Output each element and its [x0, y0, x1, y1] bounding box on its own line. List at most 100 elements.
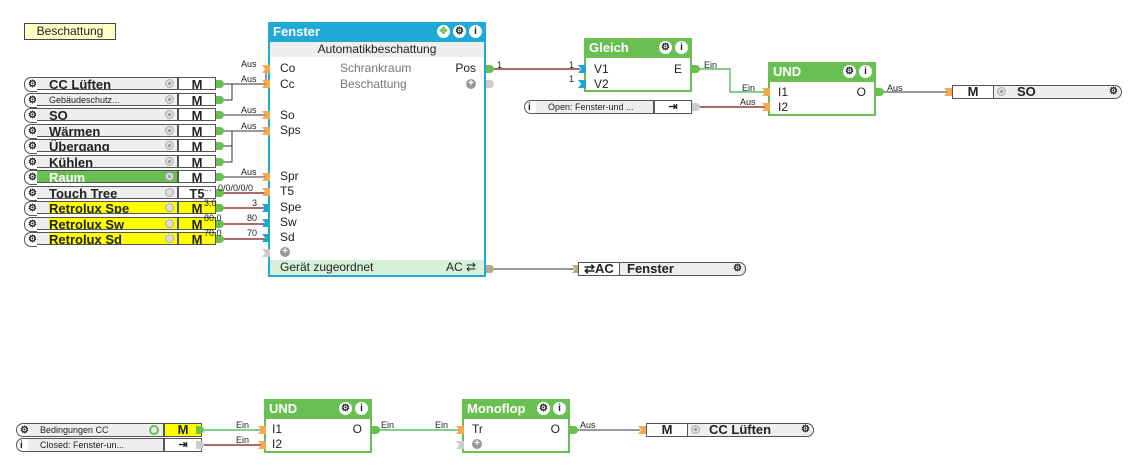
und1-block[interactable]: UND ⚙ i I1 I2 O	[768, 62, 876, 116]
pin-add[interactable]	[262, 249, 270, 257]
pin-cc[interactable]	[262, 80, 270, 88]
open-input[interactable]: i Open: Fenster-und ... ⇥	[524, 100, 692, 114]
radio-icon[interactable]	[165, 79, 174, 88]
pin-sps[interactable]	[262, 127, 270, 135]
bedingungen-input[interactable]: ⚙ Bedingungen CC M	[16, 423, 202, 437]
output-pin[interactable]	[216, 96, 224, 104]
output-pin[interactable]	[216, 111, 224, 119]
pin-e[interactable]	[692, 65, 700, 73]
pin-v1[interactable]	[578, 65, 586, 73]
gear-icon[interactable]: ⚙	[28, 203, 37, 214]
info-icon[interactable]: i	[675, 41, 688, 54]
gleich-header[interactable]: Gleich ⚙ i	[584, 38, 692, 58]
monoflop-block[interactable]: Monoflop ⚙ i Tr + O	[462, 399, 570, 453]
gear-icon[interactable]: ⚙	[28, 234, 37, 245]
variable-row[interactable]: ⚙Retrolux SpeM	[24, 199, 224, 216]
output-pin[interactable]	[216, 189, 224, 197]
gear-icon[interactable]: ⚙	[733, 263, 742, 274]
pin-tr[interactable]	[456, 426, 464, 434]
fenster-block[interactable]: Fenster ✥ ⚙ i Automatikbeschattung Co Cc…	[268, 22, 486, 277]
pin-spr[interactable]	[262, 173, 270, 181]
gear-icon[interactable]: ⚙	[28, 157, 37, 168]
pin-o[interactable]	[876, 88, 884, 96]
und1-header[interactable]: UND ⚙ i	[768, 62, 876, 82]
output-pin[interactable]	[216, 80, 224, 88]
pin-so-out[interactable]	[944, 88, 952, 96]
und2-block[interactable]: UND ⚙ i I1 I2 O	[264, 399, 372, 453]
output-pin[interactable]	[216, 142, 224, 150]
pin-cc-out[interactable]	[638, 426, 646, 434]
gear-icon[interactable]: ⚙	[659, 41, 672, 54]
pin-ac[interactable]	[486, 265, 494, 273]
gear-icon[interactable]: ⚙	[28, 219, 37, 230]
pin-sd[interactable]	[262, 234, 270, 242]
gear-icon[interactable]: ⚙	[20, 425, 29, 436]
gear-icon[interactable]: ⚙	[537, 402, 550, 415]
variable-row[interactable]: ⚙Retrolux SwM	[24, 215, 224, 232]
move-icon[interactable]: ✥	[437, 25, 450, 38]
pin-und2-o[interactable]	[372, 426, 380, 434]
add-input-icon[interactable]: +	[472, 439, 482, 449]
fenster-footer[interactable]: Gerät zugeordnet AC ⇄	[270, 260, 484, 275]
radio-icon[interactable]	[165, 126, 174, 135]
radio-icon[interactable]	[165, 157, 174, 166]
output-pin[interactable]	[216, 220, 224, 228]
radio-icon[interactable]	[165, 172, 174, 181]
info-icon[interactable]: i	[355, 402, 368, 415]
ac-output[interactable]: ⇄AC Fenster ⚙	[578, 262, 746, 276]
closed-input[interactable]: i Closed: Fenster-un... ⇥	[16, 438, 202, 452]
gear-icon[interactable]: ⚙	[843, 65, 856, 78]
info-icon[interactable]: i	[553, 402, 566, 415]
pin-sw[interactable]	[262, 219, 270, 227]
radio-icon[interactable]	[165, 141, 174, 150]
gear-icon[interactable]: ⚙	[28, 188, 37, 199]
info-icon[interactable]: i	[859, 65, 872, 78]
output-pin[interactable]	[216, 173, 224, 181]
pin-und2-i2[interactable]	[258, 441, 266, 449]
pin-spe[interactable]	[262, 204, 270, 212]
pin-t5[interactable]	[262, 188, 270, 196]
pin-bedingungen[interactable]	[196, 426, 204, 434]
pin-v2[interactable]	[578, 80, 586, 88]
monoflop-header[interactable]: Monoflop ⚙ i	[462, 399, 570, 419]
radio-icon[interactable]	[165, 110, 174, 119]
gleich-block[interactable]: Gleich ⚙ i V1 V2 E	[584, 38, 692, 92]
pin-i2[interactable]	[762, 103, 770, 111]
info-icon[interactable]: i	[20, 440, 23, 451]
so-output[interactable]: M SO ⚙	[952, 85, 1122, 99]
pin-ac-in[interactable]	[572, 265, 580, 273]
gear-icon[interactable]: ⚙	[28, 141, 37, 152]
output-pin[interactable]	[216, 127, 224, 135]
pin-pos[interactable]	[486, 65, 494, 73]
output-pin[interactable]	[216, 235, 224, 243]
und2-header[interactable]: UND ⚙ i	[264, 399, 372, 419]
output-pin[interactable]	[216, 158, 224, 166]
gear-icon[interactable]: ⚙	[453, 25, 466, 38]
more-icon[interactable]	[165, 199, 174, 212]
gear-icon[interactable]: ⚙	[28, 79, 37, 90]
pin-add-out[interactable]	[486, 80, 494, 88]
gear-icon[interactable]: ⚙	[28, 172, 37, 183]
gear-icon[interactable]: ⚙	[28, 126, 37, 137]
gear-icon[interactable]: ⚙	[339, 402, 352, 415]
pin-add[interactable]	[456, 441, 464, 449]
more-icon[interactable]	[165, 184, 174, 197]
gear-icon[interactable]: ⚙	[28, 110, 37, 121]
output-pin[interactable]	[216, 204, 224, 212]
add-output-icon[interactable]: +	[466, 79, 476, 89]
pin-i1[interactable]	[762, 88, 770, 96]
gear-icon[interactable]: ⚙	[801, 424, 810, 435]
pin-open[interactable]	[692, 103, 700, 111]
variable-row[interactable]: ⚙Retrolux SdM	[24, 230, 224, 247]
variable-row[interactable]: ⚙Gebäudeschutz...M	[24, 93, 224, 108]
variable-row[interactable]: ⚙Touch TreeT5	[24, 184, 224, 201]
cc-lueften-output[interactable]: M CC Lüften ⚙	[646, 423, 814, 437]
gear-icon[interactable]: ⚙	[28, 95, 37, 106]
gear-icon[interactable]: ⚙	[1109, 86, 1118, 97]
info-icon[interactable]: i	[469, 25, 482, 38]
pin-und2-i1[interactable]	[258, 426, 266, 434]
